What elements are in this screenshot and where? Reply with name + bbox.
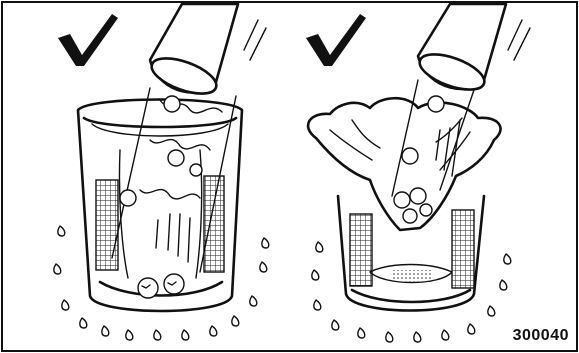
food-scrap xyxy=(402,148,418,164)
check-icon xyxy=(306,14,366,66)
strainer-basket xyxy=(78,100,242,312)
panel-right xyxy=(306,4,530,342)
food-scrap xyxy=(168,150,184,166)
hose-nozzle xyxy=(415,4,530,97)
food-scrap xyxy=(428,96,444,112)
food-scrap xyxy=(190,164,202,176)
strainer-basket-with-liner xyxy=(308,98,500,310)
food-scrap xyxy=(120,190,136,206)
food-scrap xyxy=(164,96,180,112)
figure-number: 300040 xyxy=(513,327,569,345)
food-scrap xyxy=(394,192,410,208)
food-scrap xyxy=(420,204,432,216)
check-icon xyxy=(58,14,118,66)
panel-left xyxy=(54,4,269,340)
hose-nozzle xyxy=(147,4,266,101)
food-scrap xyxy=(410,188,426,204)
food-scrap xyxy=(403,209,417,223)
food-scrap xyxy=(138,278,158,298)
